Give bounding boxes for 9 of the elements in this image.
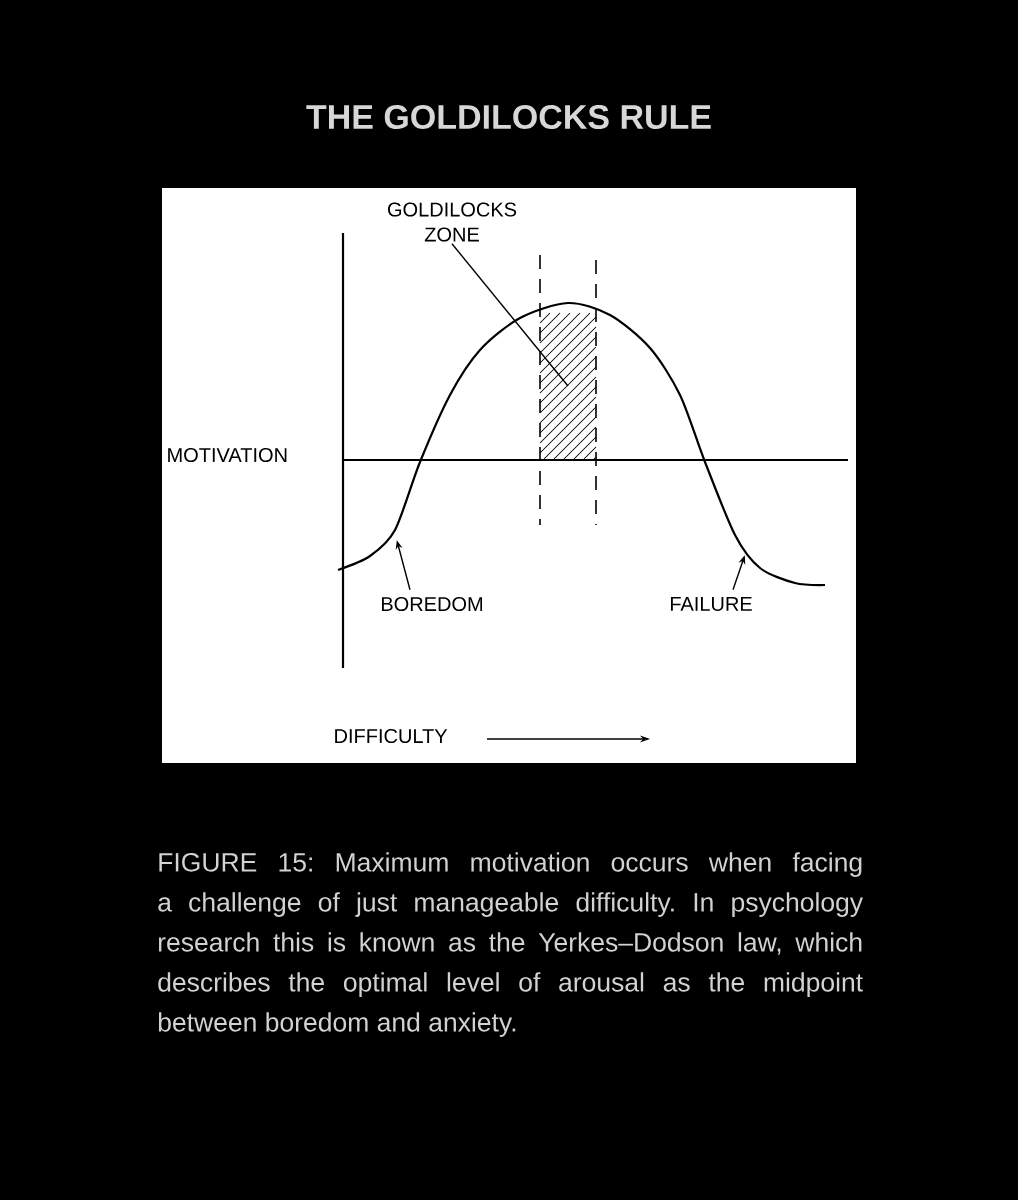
axis-label: DIFFICULTY (335, 728, 448, 744)
title: THE GOLDILOCKS RULE (306, 104, 711, 130)
caption: FIGURE 15: Maximum motivation occurs when facing a challenge of just manageable difficulty. In psychology research this is known as the Yerkes–Dodson law, which describes the optimal level of arousal as the midpoint between boredom and anxiety. (158, 852, 864, 1037)
axis-label: MOTIVATION (168, 447, 287, 463)
leader-line (451, 243, 569, 387)
zone-label: GOLDILOCKS ZONE (388, 202, 517, 242)
curve (337, 301, 825, 587)
curve-label: BOREDOM (382, 596, 482, 612)
curve-label: FAILURE (670, 597, 752, 611)
